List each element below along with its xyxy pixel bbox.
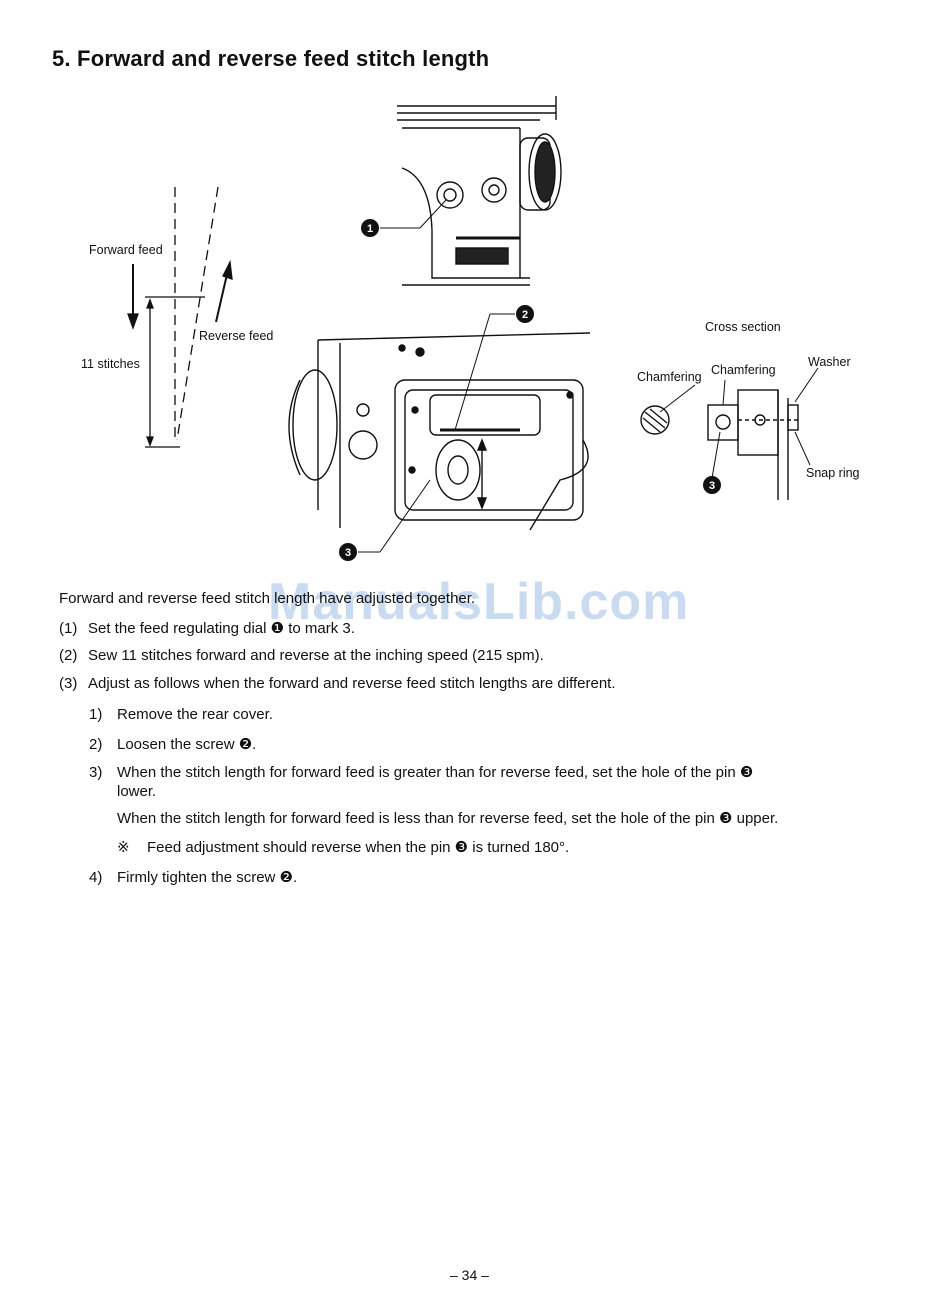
substep-4: 4) Firmly tighten the screw ❷.: [89, 868, 297, 886]
callout-3: 3: [339, 543, 357, 561]
note-text: Feed adjustment should reverse when the …: [147, 839, 570, 856]
substep-3: 3) When the stitch length for forward fee…: [89, 763, 753, 781]
step-number: (2): [59, 647, 78, 664]
label-forward-feed: Forward feed: [89, 243, 163, 257]
machine-bed-drawing: [288, 332, 591, 531]
step-text: Set the feed regulating dial ❶ to mark 3…: [88, 620, 355, 637]
svg-text:2: 2: [522, 309, 528, 321]
substep-3-continuation: lower.: [117, 783, 157, 800]
substep-text: When the stitch length for forward feed …: [117, 764, 754, 781]
note-mark: ※: [117, 839, 130, 856]
substep-note: ※ Feed adjustment should reverse when the…: [117, 838, 569, 856]
step-number: (1): [59, 620, 78, 637]
label-chamfering-right: Chamfering: [711, 363, 776, 377]
substep-number: 4): [89, 869, 103, 886]
watermark: ManualsLib.com: [268, 573, 690, 631]
step-3: (3) Adjust as follows when the forward an…: [59, 675, 616, 692]
substep-number: 1): [89, 706, 103, 723]
substep-1: 1) Remove the rear cover.: [89, 706, 273, 723]
callout-leaders: [358, 199, 819, 553]
figure-illustration: 1 2 3 3: [127, 96, 819, 561]
stitch-diagram: [127, 186, 233, 448]
step-2: (2) Sew 11 stitches forward and reverse a…: [59, 647, 544, 664]
substep-text: Remove the rear cover.: [117, 706, 273, 723]
label-reverse-feed: Reverse feed: [199, 329, 274, 343]
step-text: Adjust as follows when the forward and r…: [88, 675, 616, 692]
cross-section-drawing: [640, 389, 800, 500]
step-1: (1) Set the feed regulating dial ❶ to mar…: [59, 619, 355, 637]
callout-3-cross-section: 3: [703, 476, 721, 494]
substep-number: 3): [89, 764, 103, 781]
substep-2: 2) Loosen the screw ❷.: [89, 735, 256, 753]
machine-head-drawing: [397, 96, 562, 286]
intro-text: Forward and reverse feed stitch length h…: [59, 590, 476, 607]
page-number: – 34 –: [450, 1267, 489, 1283]
substep-3-alternate: When the stitch length for forward feed …: [117, 810, 779, 827]
substep-text: Firmly tighten the screw ❷.: [117, 869, 298, 886]
svg-text:1: 1: [367, 223, 373, 235]
svg-text:3: 3: [345, 547, 351, 559]
callout-1: 1: [361, 219, 379, 237]
substep-text: Loosen the screw ❷.: [117, 736, 257, 753]
label-chamfering-left: Chamfering: [637, 370, 702, 384]
step-text: Sew 11 stitches forward and reverse at t…: [88, 647, 544, 664]
label-snap-ring: Snap ring: [806, 466, 860, 480]
svg-text:3: 3: [709, 480, 715, 492]
label-washer: Washer: [808, 355, 851, 369]
callout-2: 2: [516, 305, 534, 323]
section-heading: 5. Forward and reverse feed stitch lengt…: [52, 46, 490, 71]
step-number: (3): [59, 675, 78, 692]
label-11-stitches: 11 stitches: [81, 357, 140, 371]
substep-number: 2): [89, 736, 103, 753]
label-cross-section: Cross section: [705, 320, 781, 334]
